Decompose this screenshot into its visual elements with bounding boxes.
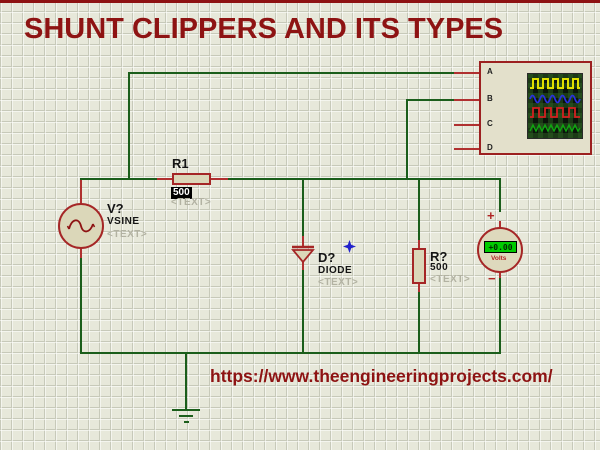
component-pin[interactable] <box>302 236 304 247</box>
wire-segment[interactable] <box>128 72 130 180</box>
triangle-wave-trace-d <box>529 123 581 133</box>
r2-text-placeholder: <TEXT> <box>430 274 471 285</box>
sine-wave-icon <box>66 219 96 233</box>
page-title: SHUNT CLIPPERS AND ITS TYPES <box>24 13 504 45</box>
wire-segment[interactable] <box>499 178 501 212</box>
wire-segment[interactable] <box>302 178 304 236</box>
selection-marker-icon <box>343 240 356 253</box>
r1-text-placeholder: <TEXT> <box>171 197 212 208</box>
source-text-placeholder: <TEXT> <box>107 229 148 240</box>
component-pin[interactable] <box>210 178 228 180</box>
r1-value-label: 500 <box>171 187 192 199</box>
component-pin[interactable] <box>80 248 82 260</box>
scope-pin-d[interactable] <box>454 148 480 150</box>
wire-segment[interactable] <box>80 258 82 354</box>
top-border-line <box>0 0 600 3</box>
r2-ref-label: R? <box>430 249 448 264</box>
oscilloscope-screen <box>527 73 583 139</box>
component-pin[interactable] <box>418 240 420 250</box>
footer-url-text: https://www.theengineeringprojects.com/ <box>210 366 553 386</box>
sine-wave-trace-b <box>529 94 581 104</box>
diode-symbol[interactable] <box>290 245 316 265</box>
square-wave-trace-c <box>530 107 580 118</box>
wire-segment[interactable] <box>80 352 501 354</box>
diode-text-placeholder: <TEXT> <box>318 277 359 288</box>
diode-ref-label: D? <box>318 250 336 265</box>
component-pin[interactable] <box>302 262 304 272</box>
wire-segment[interactable] <box>80 178 501 180</box>
scope-channel-b-label: B <box>487 94 493 103</box>
resistor-r1-body[interactable] <box>172 173 211 185</box>
wire-segment[interactable] <box>128 72 457 74</box>
resistor-r2-body[interactable] <box>412 248 426 284</box>
scope-channel-a-label: A <box>487 67 493 76</box>
wire-segment[interactable] <box>302 270 304 354</box>
wire-segment[interactable] <box>185 352 187 410</box>
component-pin[interactable] <box>499 272 501 280</box>
wire-segment[interactable] <box>499 278 501 354</box>
diode-model-label: DIODE <box>318 265 353 276</box>
scope-pin-a[interactable] <box>454 72 480 74</box>
wire-segment[interactable] <box>406 99 457 101</box>
scope-pin-b[interactable] <box>454 99 480 101</box>
voltmeter-plus-label: + <box>487 208 495 223</box>
r1-ref-label: R1 <box>172 156 189 171</box>
component-pin[interactable] <box>499 221 501 228</box>
scope-channel-c-label: C <box>487 119 493 128</box>
ground-symbol <box>179 415 193 417</box>
square-wave-trace-a <box>530 78 580 89</box>
voltmeter-display: +0.00 <box>484 241 517 253</box>
source-ref-label: V? <box>107 201 124 216</box>
source-model-label: VSINE <box>107 216 140 227</box>
voltmeter-unit-label: Volts <box>491 255 507 262</box>
ground-symbol <box>184 421 189 423</box>
r2-value-label: 500 <box>430 262 449 273</box>
scope-pin-c[interactable] <box>454 124 480 126</box>
wire-segment[interactable] <box>418 292 420 354</box>
component-pin[interactable] <box>157 178 173 180</box>
wire-segment[interactable] <box>418 178 420 240</box>
ground-symbol[interactable] <box>172 409 200 411</box>
component-pin[interactable] <box>80 180 82 204</box>
component-pin[interactable] <box>418 282 420 294</box>
voltmeter-minus-label: − <box>488 271 496 286</box>
wire-segment[interactable] <box>406 99 408 180</box>
vsine-source-body[interactable] <box>58 203 104 249</box>
scope-channel-d-label: D <box>487 143 493 152</box>
